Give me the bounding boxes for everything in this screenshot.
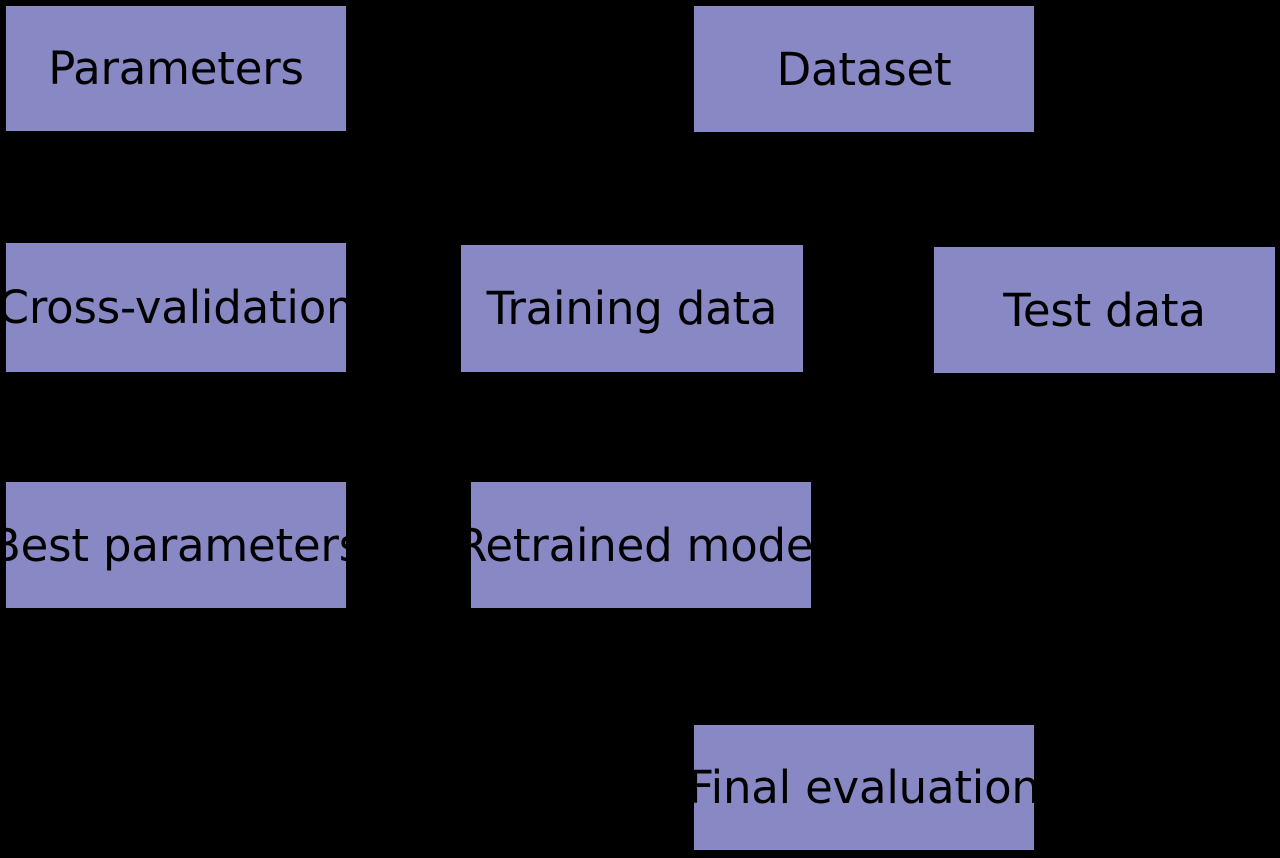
node-final-evaluation[interactable]: Final evaluation [688,724,1040,851]
node-training-data[interactable]: Training data [460,244,804,373]
node-test-data-label: Test data [1003,283,1206,337]
node-parameters-label: Parameters [48,42,304,95]
node-best-parameters[interactable]: Best parameters [0,481,362,609]
node-parameters[interactable]: Parameters [5,5,347,132]
node-test-data[interactable]: Test data [933,246,1276,374]
node-retrained-model-label: Retrained model [456,518,826,572]
node-cross-validation-label: Cross-validation [0,281,355,334]
node-dataset[interactable]: Dataset [693,5,1035,133]
node-final-evaluation-label: Final evaluation [688,761,1040,814]
node-best-parameters-label: Best parameters [0,518,362,572]
node-training-data-label: Training data [486,282,778,335]
node-retrained-model[interactable]: Retrained model [456,481,826,609]
node-cross-validation[interactable]: Cross-validation [0,242,355,373]
node-dataset-label: Dataset [776,42,952,96]
